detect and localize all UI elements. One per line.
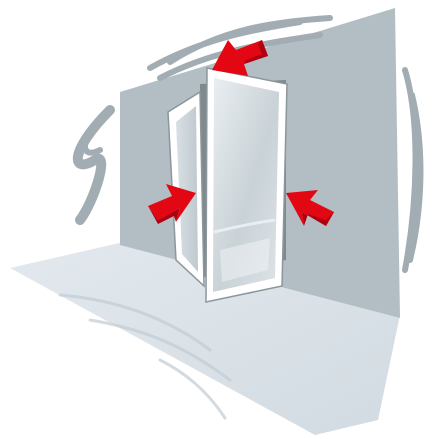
right-door-sash [206,68,287,302]
